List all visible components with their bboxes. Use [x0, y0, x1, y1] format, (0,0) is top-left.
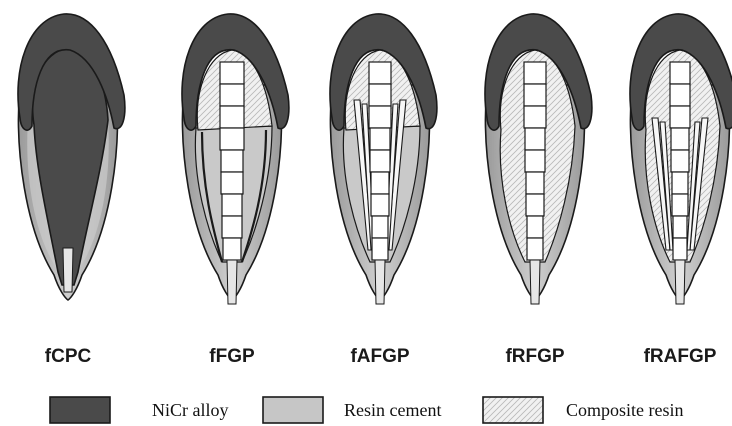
tooth-fafgp [330, 14, 437, 304]
tooth-label-ffgp: fFGP [209, 346, 255, 367]
legend-swatch-resin-cement [263, 397, 323, 423]
legend-label-composite-resin: Composite resin [566, 400, 684, 420]
legend: NiCr alloy Resin cement Composite resin [50, 397, 684, 423]
legend-label-resin-cement: Resin cement [344, 400, 441, 420]
legend-swatch-composite-resin [483, 397, 543, 423]
legend-label-nicr-alloy: NiCr alloy [152, 400, 229, 420]
tooth-ffgp [182, 14, 289, 304]
tooth-label-fafgp: fAFGP [350, 346, 409, 367]
tooth-fcpc [18, 14, 125, 300]
tooth-frfgp [485, 14, 592, 304]
tooth-label-frfgp: fRFGP [505, 346, 564, 367]
legend-swatch-nicr-alloy [50, 397, 110, 423]
tooth-label-frafgp: fRAFGP [644, 346, 717, 367]
tooth-label-fcpc: fCPC [45, 346, 92, 367]
tooth-frafgp [630, 14, 732, 304]
